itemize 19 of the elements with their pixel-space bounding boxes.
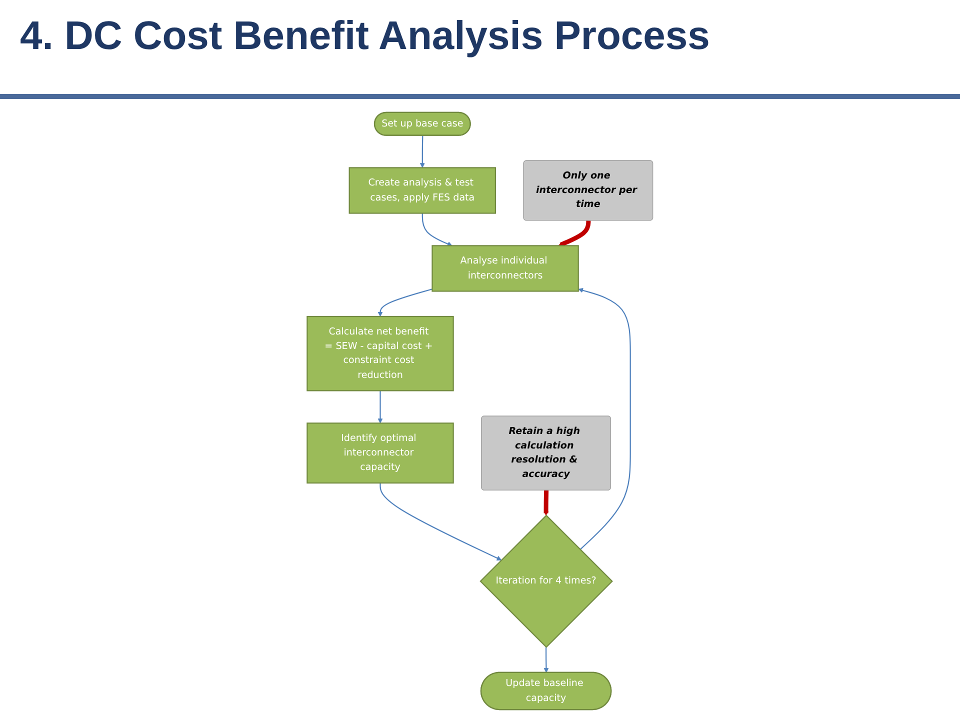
- arrow: [544, 647, 549, 673]
- decision-diamond: Iteration for 4 times?: [480, 514, 613, 648]
- arrow: [422, 213, 452, 246]
- callout-box: Retain a high calculation resolution & accuracy: [481, 416, 611, 490]
- slide-title: 4. DC Cost Benefit Analysis Process: [20, 14, 710, 59]
- arrow: [380, 482, 502, 560]
- process-box: Identify optimal interconnector capacity: [306, 422, 454, 484]
- arrow: [578, 288, 631, 550]
- arrow: [378, 288, 432, 317]
- arrow: [378, 390, 383, 424]
- terminal-box: Set up base case: [374, 112, 471, 136]
- arrow: [558, 220, 591, 247]
- process-box: Create analysis & test cases, apply FES data: [348, 167, 496, 214]
- process-box: Calculate net benefit = SEW - capital cost + constraint cost reduction: [306, 316, 454, 392]
- terminal-box: Update baseline capacity: [480, 672, 612, 710]
- process-box: Analyse individual interconnectors: [432, 245, 579, 292]
- callout-box: Only one interconnector per time: [523, 160, 654, 221]
- arrow: [420, 136, 425, 168]
- arrow: [544, 490, 549, 516]
